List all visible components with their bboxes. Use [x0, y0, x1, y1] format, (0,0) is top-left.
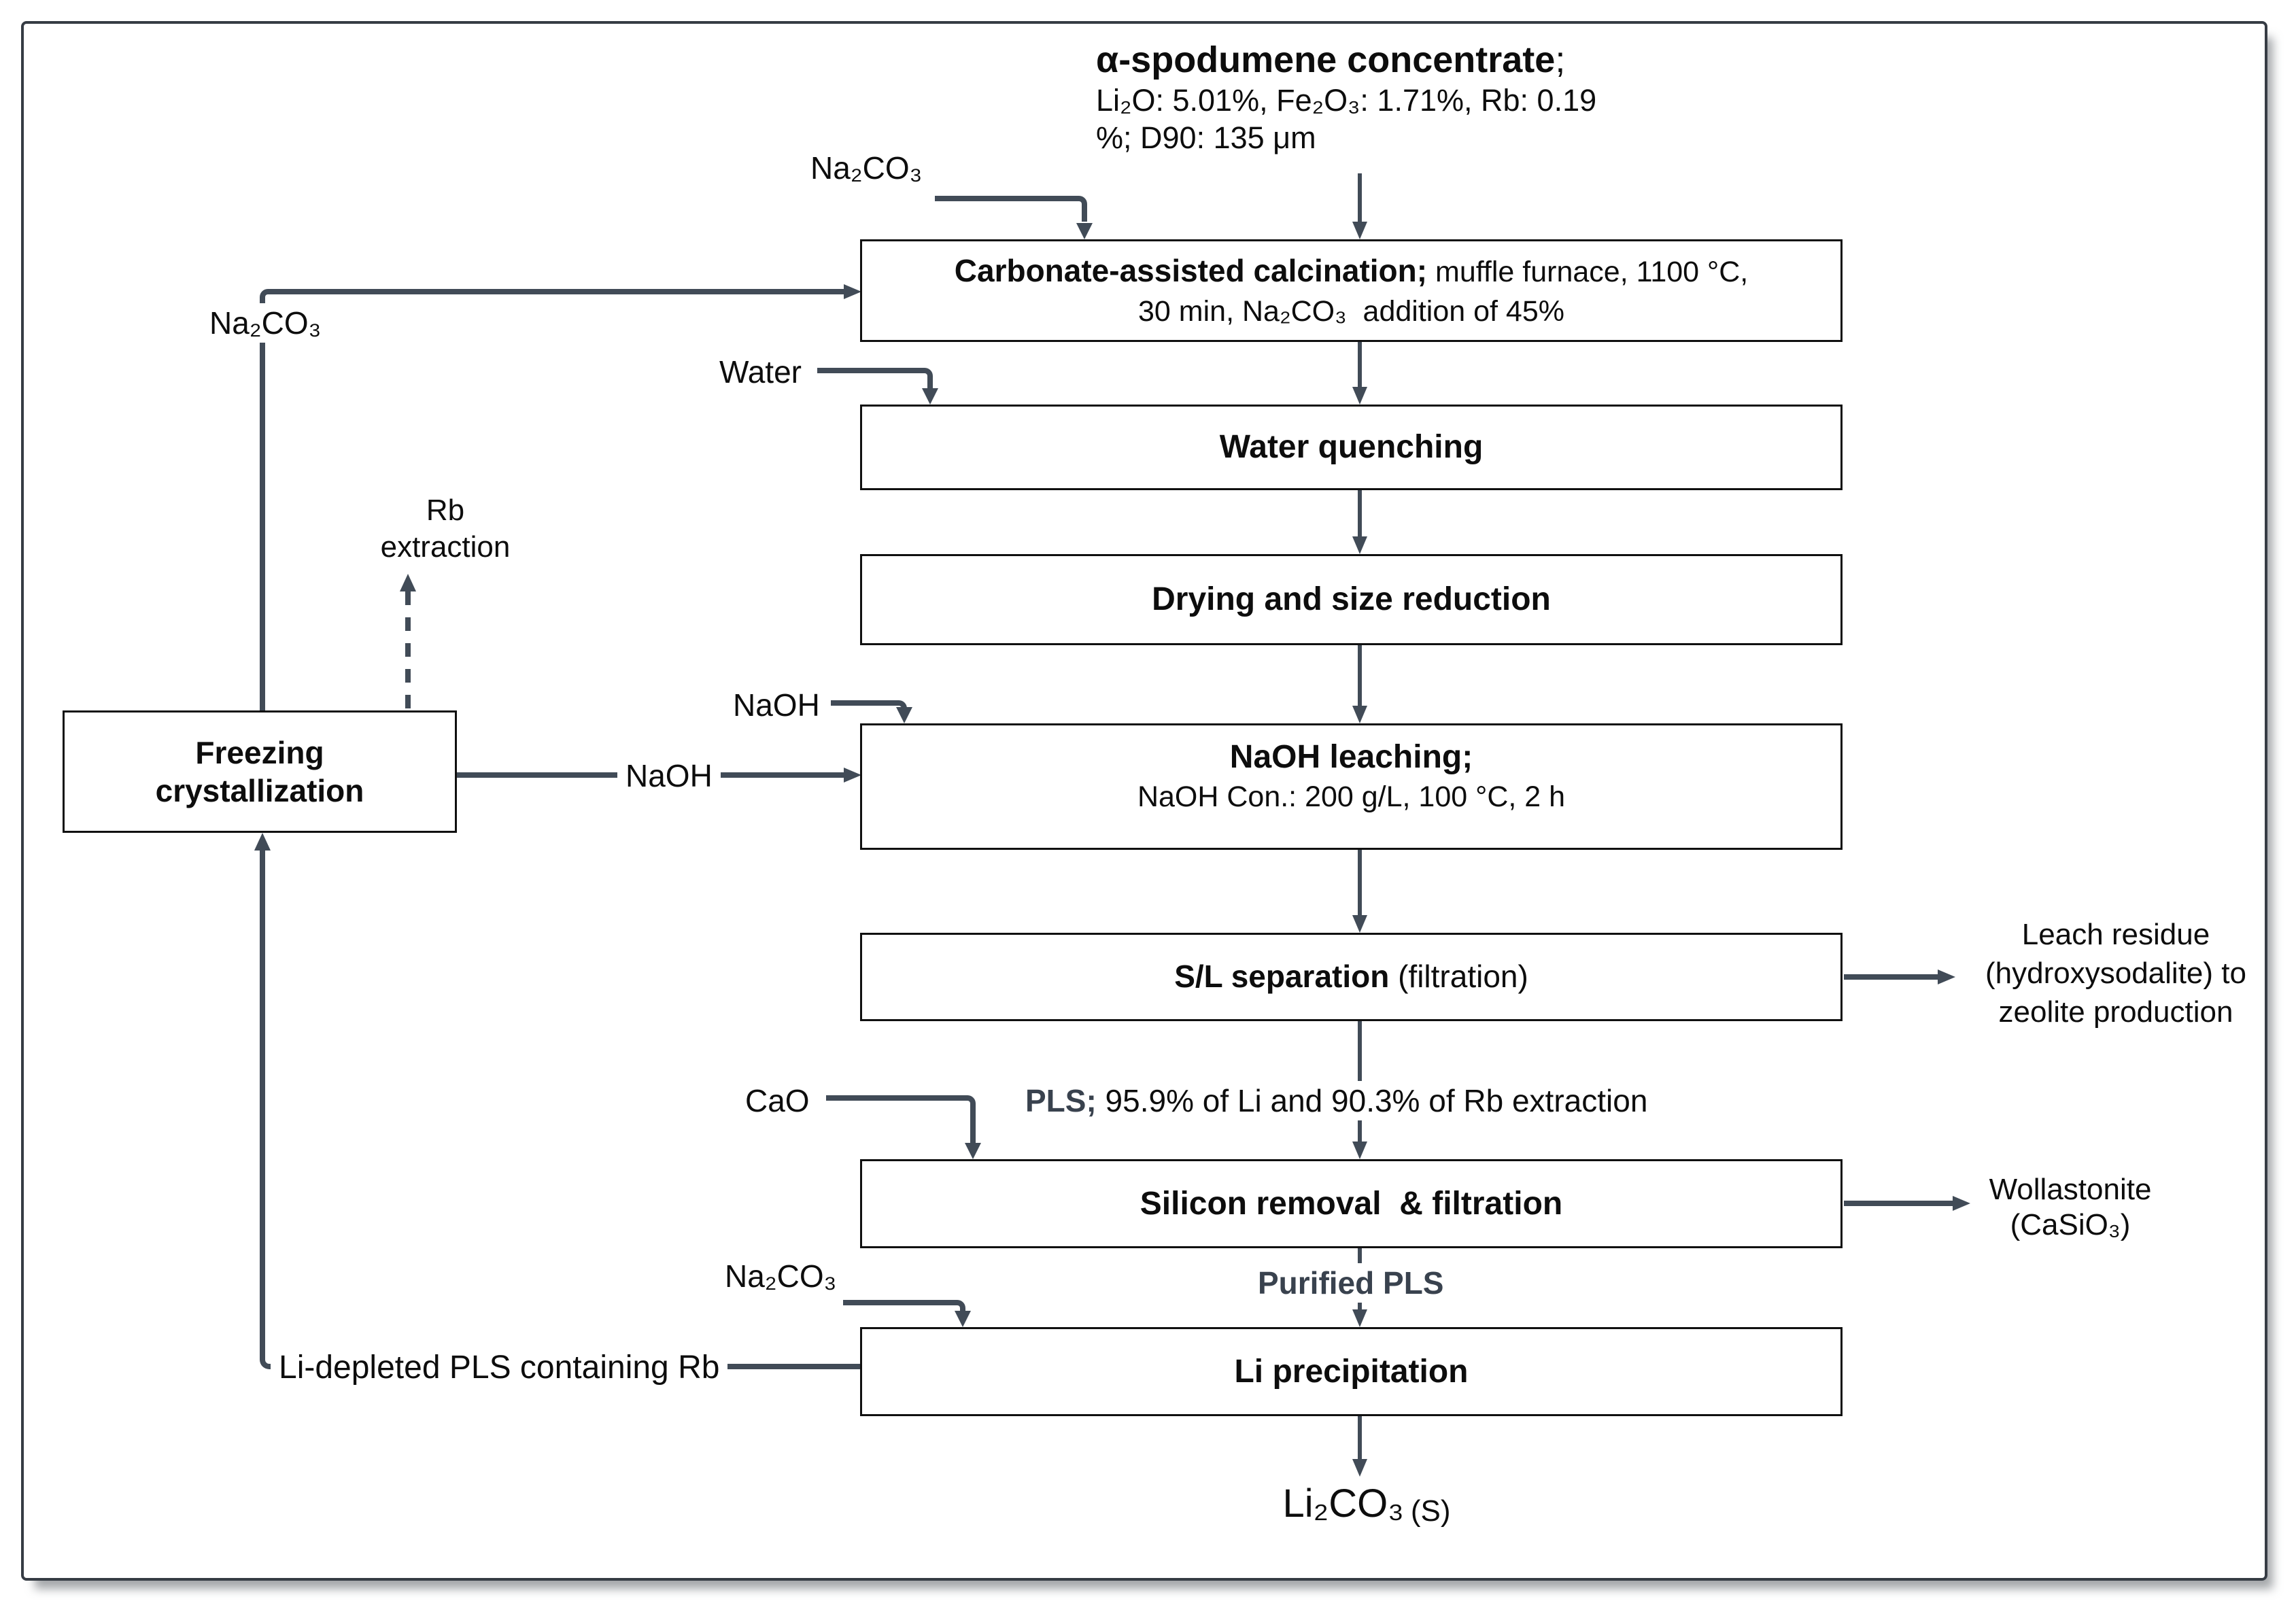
- calcination-line2: 30 min, Na₂CO₃ addition of 45%: [1138, 294, 1564, 328]
- freezing-title-line1: Freezing: [195, 735, 324, 770]
- label-rb-extraction: Rb extraction: [367, 492, 524, 566]
- wollastonite-line1: Wollastonite: [1989, 1173, 2152, 1206]
- rb-extraction-line1: Rb: [426, 494, 465, 527]
- process-box-drying: Drying and size reduction: [860, 554, 1843, 645]
- arrowhead-quenching-to-drying: [1352, 536, 1367, 554]
- naoh-leaching-title: NaOH leaching;: [1229, 739, 1473, 775]
- calcination-title: Carbonate-assisted calcination;: [954, 252, 1428, 288]
- arrowhead-naoh-feed: [896, 707, 912, 723]
- wollastonite-line2: (CaSiO₃): [2010, 1208, 2131, 1241]
- feed-title: α-spodumene concentrate: [1096, 39, 1556, 80]
- process-box-water-quenching: Water quenching: [860, 405, 1843, 490]
- naoh-leaching-conditions: NaOH Con.: 200 g/L, 100 °C, 2 h: [1137, 780, 1566, 813]
- drying-title: Drying and size reduction: [1152, 581, 1551, 617]
- recycle-line-na2co3: [260, 289, 844, 710]
- flow-line-feed-to-calcination: [1358, 173, 1362, 223]
- label-leach-residue: Leach residue (hydroxysodalite) to zeoli…: [1953, 915, 2279, 1031]
- arrowhead-into-freezing: [254, 833, 271, 851]
- elbow-naoh-feed: [831, 700, 907, 708]
- calcination-conditions-inline: muffle furnace, 1100 °C,: [1427, 255, 1749, 288]
- elbow-water: [817, 368, 933, 388]
- label-na2co3-precipitation: Na₂CO₃: [725, 1258, 837, 1294]
- label-wollastonite: Wollastonite (CaSiO₃): [1965, 1172, 2176, 1243]
- freezing-title-line2: crystallization: [155, 773, 364, 808]
- process-box-sl-separation: S/L separation (filtration): [860, 933, 1843, 1021]
- label-na2co3-recycle: Na₂CO₃: [201, 303, 330, 343]
- line-wollastonite: [1844, 1201, 1953, 1206]
- silicon-removal-title: Silicon removal & filtration: [1140, 1185, 1563, 1222]
- arrowhead-rb-extraction: [400, 574, 416, 591]
- calcination-line1: Carbonate-assisted calcination; muffle f…: [955, 251, 1748, 292]
- sl-separation-suffix: (filtration): [1389, 959, 1528, 994]
- flow-line-drying-to-leaching: [1358, 645, 1362, 707]
- pls-bold: PLS;: [1025, 1083, 1097, 1118]
- arrowhead-leaching-to-separation: [1352, 915, 1367, 933]
- feed-title-suffix: ;: [1555, 39, 1566, 80]
- feed-assay-line2: %; D90: 135 μm: [1096, 120, 1316, 155]
- label-pls: PLS; 95.9% of Li and 90.3% of Rb extract…: [1017, 1081, 1656, 1120]
- process-box-li-precipitation: Li precipitation: [860, 1327, 1843, 1416]
- rb-extraction-line2: extraction: [380, 530, 511, 564]
- label-product: Li₂CO₃(S): [1265, 1481, 1469, 1528]
- water-quenching-title: Water quenching: [1219, 429, 1484, 465]
- leach-residue-line3: zeolite production: [1998, 995, 2233, 1029]
- arrowhead-separation-to-silicon: [1352, 1141, 1367, 1159]
- feed-title-line: α-spodumene concentrate;: [1096, 38, 1596, 82]
- sl-separation-title: S/L separation: [1174, 959, 1390, 994]
- feed-assay-line1: Li₂O: 5.01%, Fe₂O₃: 1.71%, Rb: 0.19: [1096, 83, 1597, 118]
- arrowhead-precipitation-to-product: [1352, 1459, 1367, 1477]
- arrowhead-feed-to-calcination: [1352, 222, 1367, 239]
- process-box-silicon-removal: Silicon removal & filtration: [860, 1159, 1843, 1248]
- process-box-freezing-crystallization: Freezing crystallization: [63, 710, 457, 833]
- arrowhead-leach-residue: [1938, 969, 1955, 984]
- arrowhead-wollastonite: [1953, 1196, 1970, 1211]
- label-naoh-feed: NaOH: [733, 687, 820, 723]
- label-li-depleted-pls: Li-depleted PLS containing Rb: [271, 1347, 728, 1388]
- li-precipitation-title: Li precipitation: [1234, 1353, 1469, 1390]
- elbow-na2co3-top: [935, 196, 1087, 222]
- label-na2co3-top: Na₂CO₃: [810, 150, 923, 186]
- product-formula: Li₂CO₃: [1282, 1481, 1404, 1526]
- arrowhead-calcination-to-quenching: [1352, 387, 1367, 405]
- arrowhead-naoh-recycle: [844, 768, 861, 783]
- arrowhead-water: [922, 388, 938, 405]
- label-naoh-recycle: NaOH: [617, 756, 721, 795]
- arrowhead-na2co3-recycle: [844, 284, 861, 299]
- arrowhead-na2co3-top: [1076, 223, 1093, 239]
- diagram-frame: [21, 21, 2267, 1581]
- arrowhead-silicon-to-precipitation: [1352, 1309, 1367, 1327]
- leach-residue-line1: Leach residue: [2021, 918, 2210, 951]
- line-leach-residue: [1844, 974, 1938, 980]
- process-box-calcination: Carbonate-assisted calcination; muffle f…: [860, 239, 1843, 342]
- feed-material-header: α-spodumene concentrate; Li₂O: 5.01%, Fe…: [1096, 38, 1596, 156]
- flow-line-leaching-to-separation: [1358, 850, 1362, 916]
- label-purified-pls: Purified PLS: [1250, 1263, 1452, 1303]
- arrowhead-cao: [965, 1143, 981, 1159]
- elbow-cao: [826, 1095, 976, 1143]
- label-cao: CaO: [745, 1083, 810, 1118]
- arrowhead-drying-to-leaching: [1352, 706, 1367, 723]
- leach-residue-line2: (hydroxysodalite) to: [1985, 957, 2246, 990]
- elbow-na2co3-precipitation: [843, 1300, 965, 1311]
- dashed-line-rb-extraction: [405, 591, 411, 710]
- pls-detail: 95.9% of Li and 90.3% of Rb extraction: [1096, 1083, 1648, 1118]
- flow-line-calcination-to-quenching: [1358, 342, 1362, 388]
- sl-separation-line: S/L separation (filtration): [1174, 957, 1528, 997]
- product-phase: (S): [1410, 1494, 1451, 1528]
- flow-line-quenching-to-drying: [1358, 490, 1362, 538]
- arrowhead-na2co3-precipitation: [955, 1311, 971, 1327]
- label-water: Water: [719, 354, 802, 390]
- flow-line-precipitation-to-product: [1358, 1416, 1362, 1460]
- process-box-naoh-leaching: NaOH leaching; NaOH Con.: 200 g/L, 100 °…: [860, 723, 1843, 850]
